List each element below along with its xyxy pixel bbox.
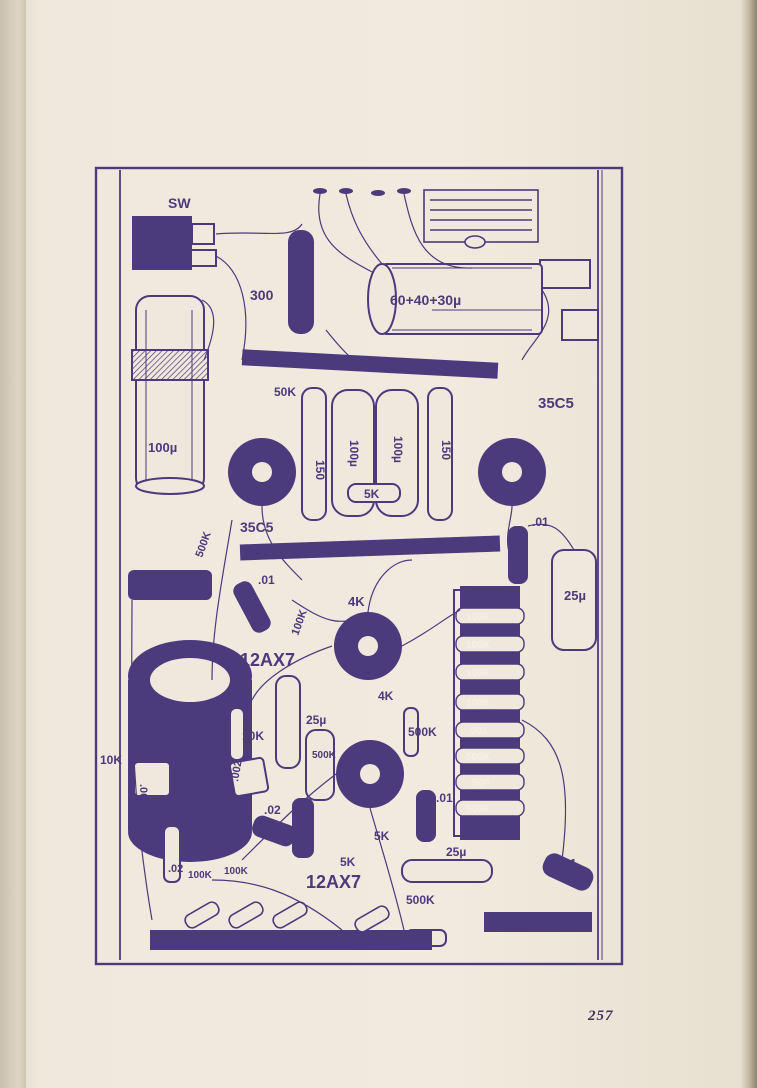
label-12ax7-top: 12AX7: [240, 650, 295, 670]
label-02-b: .02: [168, 863, 183, 875]
label-35c5-right: 35C5: [538, 395, 574, 412]
label-5k-center: 5K: [364, 487, 380, 501]
label-300: 300: [250, 287, 274, 303]
label-bank-500k-b: 500K: [466, 804, 491, 815]
tube-socket-12ax7-top: [334, 612, 402, 680]
terminal-strip-mid: [239, 535, 501, 561]
electrolytic-25u-low: [163, 825, 493, 883]
label-500k-left: 500K: [194, 530, 214, 559]
label-4k: 4K: [348, 594, 365, 609]
label-150-b: 150: [439, 440, 453, 460]
label-01-left: .01: [258, 573, 275, 587]
switch-sw: [132, 216, 217, 270]
wiring: [131, 193, 575, 931]
resistor-bank: [453, 586, 520, 840]
label-01-right: .01: [532, 515, 549, 529]
label-01-low: .01: [295, 840, 307, 855]
label-35c5-left: 35C5: [240, 519, 274, 535]
label-4k-lower: 4K: [378, 689, 394, 703]
capacitor-01-right: [508, 526, 528, 584]
label-50k: 50K: [274, 385, 296, 399]
dark-small-capacitors: [252, 790, 594, 891]
label-100u-mid-b: 100µ: [391, 436, 405, 463]
tube-socket-12ax7-bottom: [336, 740, 404, 808]
label-25u-low: 25µ: [446, 845, 466, 859]
label-500k-mid: 500K: [408, 725, 437, 739]
label-50p-bottom: 50P: [364, 931, 384, 943]
component-labels: SW 300 60+40+30µ 50K 35C5 100µ 150 100µ …: [100, 195, 586, 943]
terminal-strip-top: [241, 349, 499, 379]
label-1: .1: [566, 856, 577, 871]
tube-socket-35c5-left: [228, 438, 296, 506]
label-002-b: .002: [229, 759, 245, 782]
label-12ax7-bottom: 12AX7: [306, 872, 361, 892]
label-25u-mid: 25µ: [306, 713, 326, 727]
bottom-resistors: [184, 901, 390, 933]
label-100k-low-a: 100K: [188, 870, 213, 881]
book-spine-shadow: [0, 0, 26, 1088]
label-01-low2: .01: [436, 791, 453, 805]
chassis-wiring-diagram: SW 300 60+40+30µ 50K 35C5 100µ 150 100µ …: [92, 160, 628, 968]
label-02-a: .02: [264, 803, 281, 817]
label-bank-001: .001: [468, 726, 488, 737]
label-bank-100k-2: 100K: [466, 640, 491, 651]
label-150-a: 150: [313, 460, 327, 480]
tube-socket-35c5-right: [478, 438, 546, 506]
input-jack: [128, 570, 212, 600]
label-bank-100k-1: 100K: [466, 612, 491, 623]
top-terminals: [313, 188, 411, 196]
label-100k-low-b: 100K: [224, 866, 249, 877]
label-5k-low2: 5K: [340, 855, 356, 869]
label-filter-cap: 60+40+30µ: [390, 292, 461, 308]
center-components: [301, 387, 453, 521]
label-bank-500k-a: 500K: [466, 752, 491, 763]
label-10k-b: 10K: [100, 753, 122, 767]
label-002-a: .002: [137, 784, 149, 805]
capacitor-01-left: [233, 581, 271, 633]
mounting-bracket: [539, 259, 599, 341]
rectifier-plate: [423, 189, 539, 249]
label-sw: SW: [168, 195, 191, 211]
label-10k-a: 10K: [242, 729, 264, 743]
page-number: 257: [588, 1008, 614, 1024]
label-500k-mid2: 500K: [312, 750, 337, 761]
label-100u-left: 100µ: [148, 440, 177, 455]
label-25u-right: 25µ: [564, 588, 586, 603]
label-100k-vert: 100K: [290, 608, 310, 637]
chassis-frame: [94, 166, 624, 966]
label-bank-100k-3: 100K: [466, 668, 491, 679]
label-bank-100k-4: 100K: [466, 698, 491, 709]
electrolytic-100u-left: [131, 295, 209, 495]
bottom-terminal-strip: [150, 912, 592, 950]
label-100u-mid-a: 100µ: [347, 440, 361, 467]
page-edge: [741, 0, 757, 1088]
label-500k-bottom: 500K: [406, 893, 435, 907]
label-5k-low: 5K: [374, 829, 390, 843]
diagram-drawing: SW 300 60+40+30µ 50K 35C5 100µ 150 100µ …: [94, 166, 624, 966]
resistor-bank-items: [455, 607, 525, 817]
label-bank-50p: 50P: [472, 778, 490, 789]
resistor-300: [288, 230, 314, 334]
